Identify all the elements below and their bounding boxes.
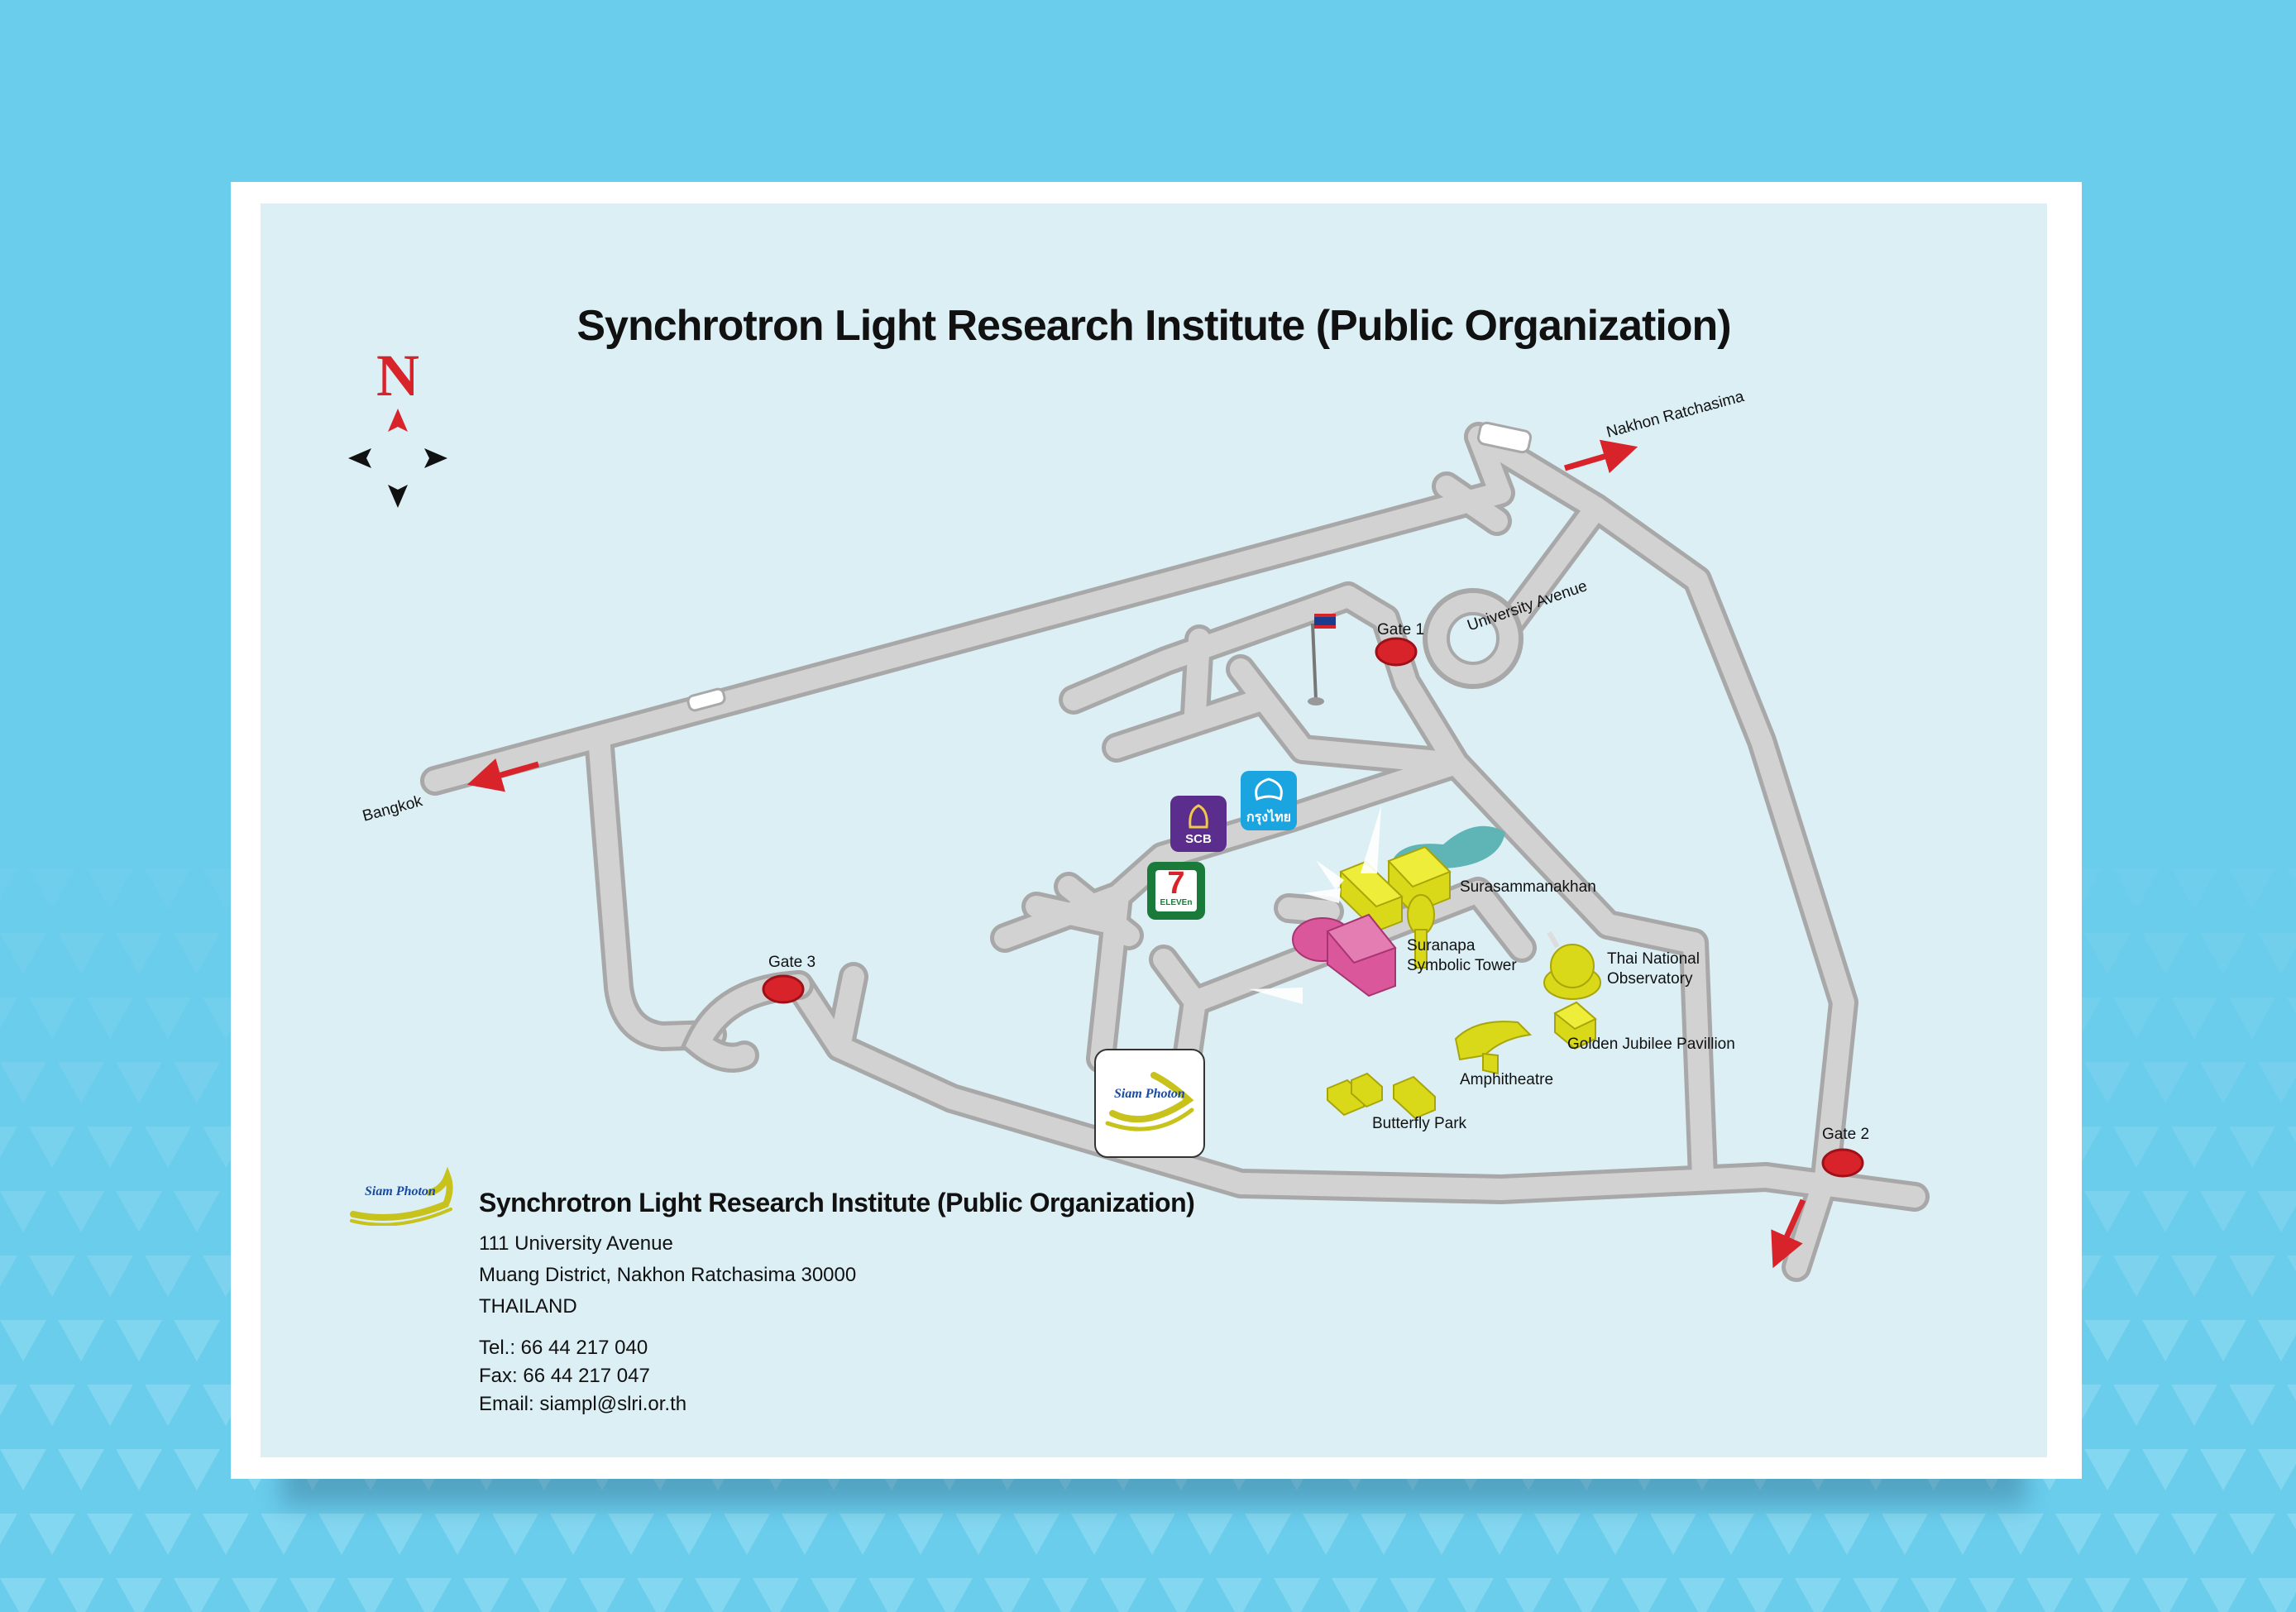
map-area: Synchrotron Light Research Institute (Pu… — [261, 203, 2047, 1457]
siam-photon-logo-small: Siam Photon — [348, 1156, 464, 1226]
roads — [424, 426, 1925, 1278]
address-line1: 111 University Avenue — [479, 1232, 673, 1255]
suranapa-symbolic-tower — [1407, 894, 1435, 935]
arrow-nakhon-ratchasima — [1564, 439, 1638, 474]
label-gate-1: Gate 1 — [1377, 621, 1425, 639]
badge-pointers — [1249, 806, 1381, 1004]
gate-2-marker — [1821, 1148, 1864, 1178]
siam-photon-logo-box[interactable]: Siam Photon — [1094, 1049, 1205, 1158]
seven-eleven-number: 7 — [1167, 866, 1185, 901]
label-suranapa-line1: Suranapa — [1407, 937, 1476, 954]
address-line3: THAILAND — [479, 1295, 577, 1318]
krungthai-badge[interactable]: กรุงไทย — [1241, 771, 1297, 830]
label-suranapa-line2: Symbolic Tower — [1407, 957, 1517, 974]
building-butterfly-park-3 — [1393, 1075, 1436, 1120]
road-median — [686, 687, 726, 712]
building-amphitheatre — [1454, 1021, 1533, 1061]
scb-badge[interactable]: SCB — [1170, 796, 1227, 852]
krungthai-bird-icon — [1255, 777, 1283, 801]
label-gate-2: Gate 2 — [1822, 1126, 1870, 1143]
north-letter: N — [376, 342, 419, 409]
siam-photon-swoosh-icon-small — [350, 1166, 453, 1226]
road-median — [1476, 421, 1533, 454]
address-line2: Muang District, Nakhon Ratchasima 30000 — [479, 1264, 857, 1286]
label-surasammanakhan: Surasammanakhan — [1460, 878, 1596, 896]
label-observatory-line2: Observatory — [1607, 970, 1693, 988]
krungthai-label: กรุงไทย — [1246, 811, 1292, 825]
seven-eleven-badge[interactable]: 7 ELEVEn — [1147, 862, 1205, 920]
seven-eleven-text: ELEVEn — [1160, 898, 1193, 907]
address-fax: Fax: 66 44 217 047 — [479, 1365, 650, 1387]
arrow-bangkok — [466, 758, 539, 792]
siam-photon-swoosh-icon — [1105, 1072, 1194, 1131]
flag-pole — [1308, 614, 1336, 706]
scb-label: SCB — [1185, 832, 1212, 846]
gate-1-marker — [1375, 637, 1418, 667]
building-butterfly-park-2 — [1351, 1072, 1383, 1108]
gate-3-marker — [762, 974, 805, 1004]
compass: N — [340, 342, 456, 524]
buildings-yellow — [1327, 845, 1597, 1120]
gates — [762, 637, 1864, 1178]
label-golden-jubilee: Golden Jubilee Pavillion — [1567, 1036, 1735, 1053]
siam-photon-logo-text: Siam Photon — [1114, 1087, 1185, 1101]
label-observatory-line1: Thai National — [1607, 950, 1700, 968]
siam-photon-building — [1292, 913, 1397, 997]
compass-arrows-icon — [348, 409, 447, 508]
roundabout — [1423, 588, 1523, 689]
arrow-gate2-south — [1771, 1198, 1806, 1269]
label-amphitheatre: Amphitheatre — [1460, 1071, 1554, 1088]
address-tel: Tel.: 66 44 217 040 — [479, 1337, 648, 1359]
siam-photon-small-text: Siam Photon — [365, 1184, 436, 1198]
scb-icon — [1189, 804, 1208, 829]
thai-national-observatory — [1543, 930, 1601, 1000]
address-email[interactable]: Email: siampl@slri.or.th — [479, 1393, 687, 1415]
page-title: Synchrotron Light Research Institute (Pu… — [576, 302, 1731, 350]
address-org: Synchrotron Light Research Institute (Pu… — [479, 1188, 1195, 1217]
direction-arrows — [466, 439, 1806, 1269]
campus-map[interactable] — [261, 203, 2047, 1457]
label-gate-3: Gate 3 — [768, 954, 816, 971]
label-butterfly-park: Butterfly Park — [1372, 1115, 1467, 1132]
map-card: Synchrotron Light Research Institute (Pu… — [231, 182, 2082, 1479]
